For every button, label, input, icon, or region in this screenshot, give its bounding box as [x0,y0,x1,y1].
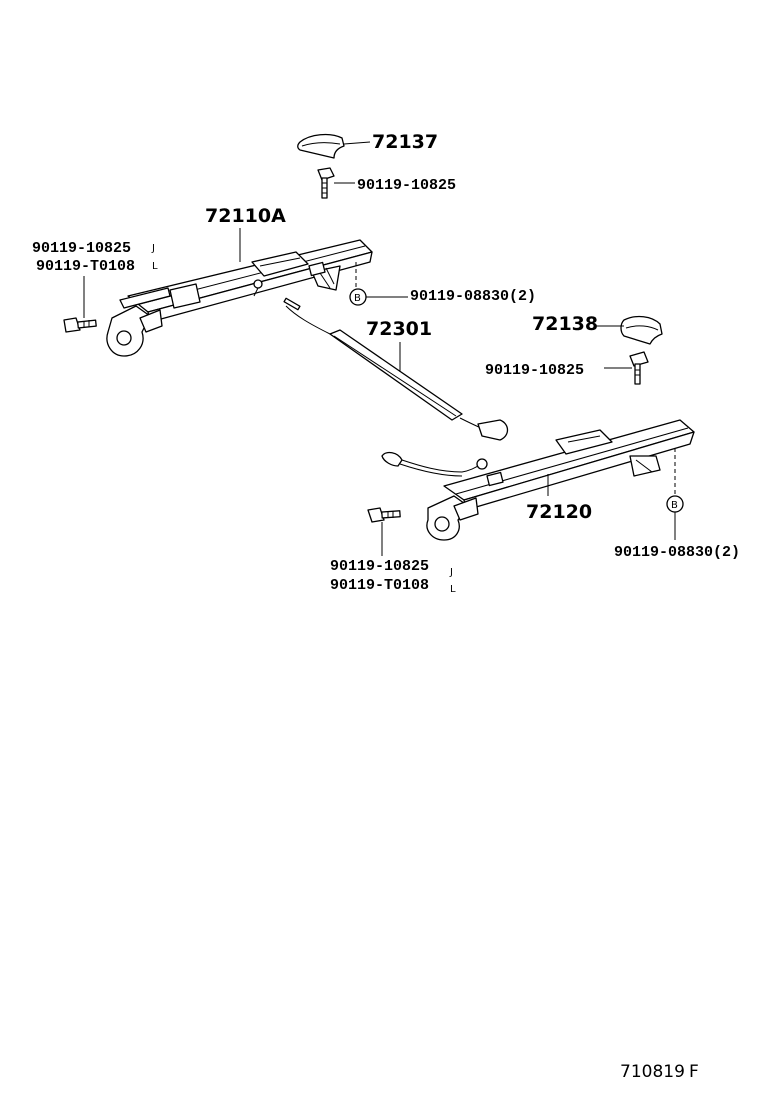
label-bolt-left-a[interactable]: 90119-10825 [32,240,131,257]
label-72301[interactable]: 72301 [366,318,432,340]
label-bolt-b-lower[interactable]: 90119-08830(2) [614,544,740,561]
bolt-bottom[interactable] [367,507,401,523]
label-72137[interactable]: 72137 [372,131,438,153]
label-bolt-bottom-a-suffix: J [449,567,453,578]
bolt-right[interactable] [629,351,649,385]
label-bolt-left-b-suffix: L [152,261,158,272]
diagram-revision: F [689,1062,699,1082]
label-bolt-left-b[interactable]: 90119-T0108 [36,258,135,275]
cable-72301[interactable] [283,297,509,441]
label-bolt-left-a-suffix: J [151,243,155,254]
cover-72137[interactable] [297,133,345,159]
label-bolt-bottom-b[interactable]: 90119-T0108 [330,577,429,594]
marker-b-upper-text: B [354,293,361,304]
bolt-left[interactable] [63,317,97,333]
diagram-code: 710819 [620,1062,685,1082]
bolt-top[interactable] [317,167,335,199]
label-72120[interactable]: 72120 [526,501,592,523]
seat-track-72120[interactable] [381,419,695,541]
cover-72138[interactable] [620,315,663,345]
marker-b-lower-text: B [671,500,678,511]
label-bolt-bottom-b-suffix: L [450,584,456,595]
label-72138[interactable]: 72138 [532,313,598,335]
seat-track-72110A[interactable] [106,239,373,357]
label-72110A[interactable]: 72110A [205,205,286,227]
label-bolt-bottom-a[interactable]: 90119-10825 [330,558,429,575]
label-bolt-top[interactable]: 90119-10825 [357,177,456,194]
label-bolt-b-upper[interactable]: 90119-08830(2) [410,288,536,305]
label-bolt-right[interactable]: 90119-10825 [485,362,584,379]
